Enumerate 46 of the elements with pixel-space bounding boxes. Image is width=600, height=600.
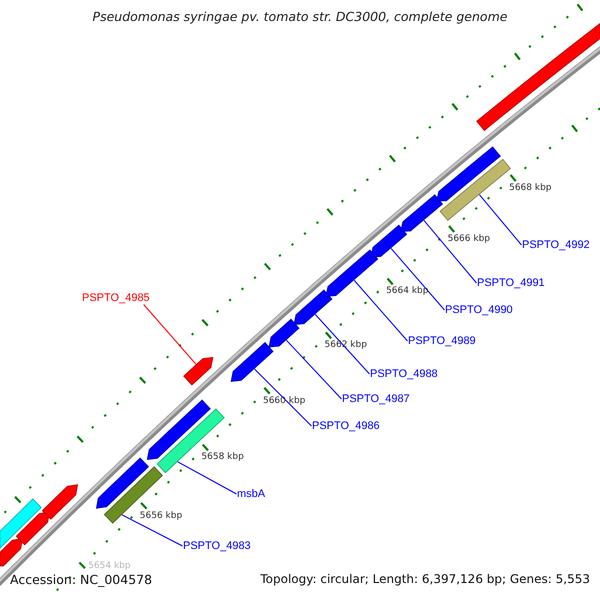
scale-label: 5664 kbp [386,286,428,296]
leader-line [478,194,522,246]
gene-label: PSPTO_4983 [183,540,251,552]
genome-summary: Topology: circular; Length: 6,397,126 bp; Genes: 5,553 [260,572,590,586]
leader-line [143,304,196,365]
gene-label: PSPTO_4986 [312,420,380,432]
map-title: Pseudomonas syringae pv. tomato str. DC3000, complete genome [92,9,508,24]
scale-label: 5660 kbp [262,396,306,406]
scale-label: 5658 kbp [201,452,244,462]
gene-feature [0,538,23,566]
gene-label: PSPTO_4990 [445,304,513,316]
scale-label: 5654 kbp [88,561,131,572]
gene-feature [370,224,408,258]
gene-feature [476,22,600,132]
gene-label: PSPTO_4992 [522,239,590,251]
leader-line [390,248,445,310]
gene-label: PSPTO_4988 [370,368,438,380]
accession-text: Accession: NC_004578 [10,572,152,587]
gene-block [104,466,164,524]
gene-feature [400,194,444,232]
gene-feature [16,512,50,546]
gene-label: PSPTO_4991 [477,277,545,289]
scale-label: 5666 kbp [448,234,490,244]
gene-feature [325,249,378,297]
gene-label: PSPTO_4985 [82,292,150,304]
gene-block [0,498,42,550]
gene-feature [268,318,300,348]
leader-line [122,514,183,546]
gene-label: PSPTO_4989 [408,335,476,347]
leader-line [314,314,370,374]
scale-label: 5668 kbp [509,182,552,193]
gene-block [156,408,225,474]
leader-line [286,340,342,400]
leader-line [254,368,312,426]
gene-feature [42,484,78,520]
gene-feature [96,457,150,509]
gene-feature [183,357,214,386]
gene-block [440,158,511,222]
gene-feature [230,342,274,382]
scale-label: 5656 kbp [140,510,182,521]
gene-feature [436,146,501,202]
leader-line [354,280,408,342]
gene-label: msbA [237,488,266,500]
gene-label: PSPTO_4987 [342,393,410,405]
leader-line [423,220,477,284]
gene-feature [294,289,332,326]
